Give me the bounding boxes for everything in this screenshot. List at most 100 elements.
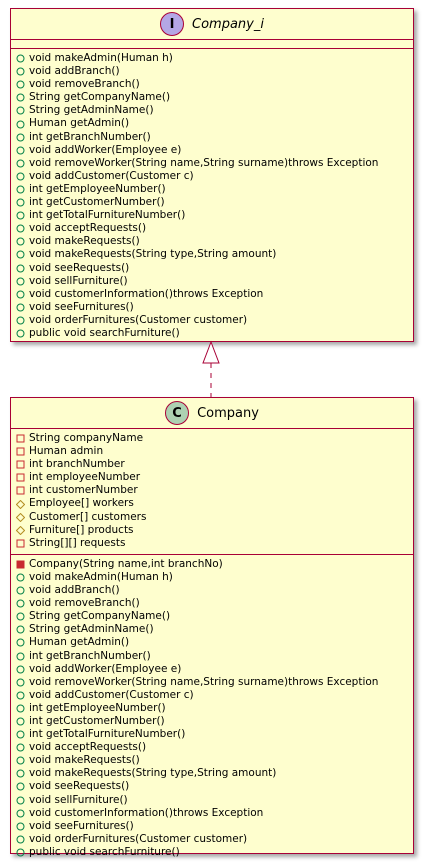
class-method-text: String getAdminName() [29, 623, 154, 636]
class-field: int branchNumber [11, 458, 413, 471]
class-method-text: void orderFurnitures(Customer customer) [29, 832, 248, 845]
class-method: String getCompanyName() [11, 610, 413, 623]
class-method: void customerInformation()throws Excepti… [11, 807, 413, 820]
public-visibility-icon [16, 277, 25, 286]
interface-method: void addBranch() [11, 65, 413, 78]
interface-method-text: void removeBranch() [29, 78, 140, 91]
class-method-text: void addBranch() [29, 584, 120, 597]
interface-methods-section: void makeAdmin(Human h)void addBranch()v… [11, 49, 413, 344]
private-method-visibility-icon [16, 560, 25, 569]
public-visibility-icon [16, 586, 25, 595]
class-stereotype-icon: C [165, 401, 190, 425]
class-field: Employee[] workers [11, 497, 413, 510]
public-visibility-icon [16, 612, 25, 621]
interface-method: void sellFurniture() [11, 275, 413, 288]
class-method-text: String getCompanyName() [29, 610, 171, 623]
public-visibility-icon [16, 120, 25, 129]
public-visibility-icon [16, 80, 25, 89]
private-visibility-icon [16, 447, 25, 456]
interface-method: void addWorker(Employee e) [11, 144, 413, 157]
interface-method: int getTotalFurnitureNumber() [11, 209, 413, 222]
interface-method-text: void addBranch() [29, 65, 120, 78]
public-visibility-icon [16, 835, 25, 844]
class-method-text: void addWorker(Employee e) [29, 662, 182, 675]
interface-method: void customerInformation()throws Excepti… [11, 288, 413, 301]
class-method: void sellFurniture() [11, 794, 413, 807]
public-visibility-icon [16, 691, 25, 700]
class-methods-section: Company(String name,int branchNo)void ma… [11, 555, 413, 863]
interface-method-text: int getBranchNumber() [29, 130, 151, 143]
public-visibility-icon [16, 743, 25, 752]
interface-company-i[interactable]: I Company_i void makeAdmin(Human h)void … [10, 8, 414, 342]
public-visibility-icon [16, 67, 25, 76]
interface-method-text: String getAdminName() [29, 104, 154, 117]
interface-method: void makeAdmin(Human h) [11, 52, 413, 65]
interface-method-text: void makeRequests(String type,String amo… [29, 248, 277, 261]
class-method-text: void makeRequests(String type,String amo… [29, 767, 277, 780]
class-field: int employeeNumber [11, 471, 413, 484]
class-field: Furniture[] products [11, 524, 413, 537]
class-method: void makeRequests() [11, 754, 413, 767]
class-method-text: void makeRequests() [29, 754, 140, 767]
class-method: Company(String name,int branchNo) [11, 558, 413, 571]
interface-method-text: public void searchFurniture() [29, 326, 180, 339]
realization-arrowhead [202, 340, 220, 364]
interface-method: void makeRequests(String type,String amo… [11, 248, 413, 261]
interface-method-text: void sellFurniture() [29, 274, 128, 287]
class-method: void makeRequests(String type,String amo… [11, 767, 413, 780]
class-method-text: int getBranchNumber() [29, 649, 151, 662]
class-method: String getAdminName() [11, 623, 413, 636]
class-field-text: int employeeNumber [29, 471, 141, 484]
class-method: void addCustomer(Customer c) [11, 689, 413, 702]
class-method: void seeRequests() [11, 780, 413, 793]
public-visibility-icon [16, 809, 25, 818]
interface-method: void removeWorker(String name,String sur… [11, 157, 413, 170]
class-method: int getCustomerNumber() [11, 715, 413, 728]
public-visibility-icon [16, 625, 25, 634]
class-method: void addBranch() [11, 584, 413, 597]
private-visibility-icon [16, 473, 25, 482]
class-method: void acceptRequests() [11, 741, 413, 754]
public-visibility-icon [16, 782, 25, 791]
interface-method: String getAdminName() [11, 104, 413, 117]
class-field-text: Furniture[] products [29, 523, 134, 536]
class-field: int customerNumber [11, 484, 413, 497]
interface-method-text: void removeWorker(String name,String sur… [29, 156, 379, 169]
public-visibility-icon [16, 730, 25, 739]
class-method-text: void makeAdmin(Human h) [29, 570, 173, 583]
interface-method-text: int getEmployeeNumber() [29, 182, 166, 195]
interface-method-text: Human getAdmin() [29, 117, 130, 130]
class-method-text: void acceptRequests() [29, 741, 147, 754]
public-visibility-icon [16, 198, 25, 207]
class-field-text: String companyName [29, 432, 144, 444]
class-field-text: String[][] requests [29, 536, 126, 549]
private-visibility-icon [16, 434, 25, 443]
class-method-text: public void searchFurniture() [29, 845, 180, 858]
class-method-text: void seeFurnitures() [29, 819, 134, 832]
class-field-text: int customerNumber [29, 484, 138, 497]
public-visibility-icon [16, 146, 25, 155]
public-visibility-icon [16, 848, 25, 857]
class-method: void orderFurnitures(Customer customer) [11, 833, 413, 846]
interface-method-text: void makeAdmin(Human h) [29, 52, 173, 64]
interface-method: String getCompanyName() [11, 91, 413, 104]
class-method-text: void sellFurniture() [29, 793, 128, 806]
class-field: Human admin [11, 445, 413, 458]
public-visibility-icon [16, 237, 25, 246]
class-method: void makeAdmin(Human h) [11, 571, 413, 584]
public-visibility-icon [16, 264, 25, 273]
public-visibility-icon [16, 224, 25, 233]
class-method: void addWorker(Employee e) [11, 663, 413, 676]
interface-method: int getCustomerNumber() [11, 196, 413, 209]
interface-method: int getBranchNumber() [11, 131, 413, 144]
class-method-text: Human getAdmin() [29, 636, 130, 649]
class-field-text: Customer[] customers [29, 510, 147, 523]
class-field-text: Employee[] workers [29, 497, 134, 510]
interface-header: I Company_i [11, 9, 413, 40]
interface-method-text: void seeFurnitures() [29, 300, 134, 313]
interface-method-text: int getTotalFurnitureNumber() [29, 209, 186, 222]
interface-stereotype-icon: I [160, 12, 185, 36]
interface-method: void seeRequests() [11, 262, 413, 275]
